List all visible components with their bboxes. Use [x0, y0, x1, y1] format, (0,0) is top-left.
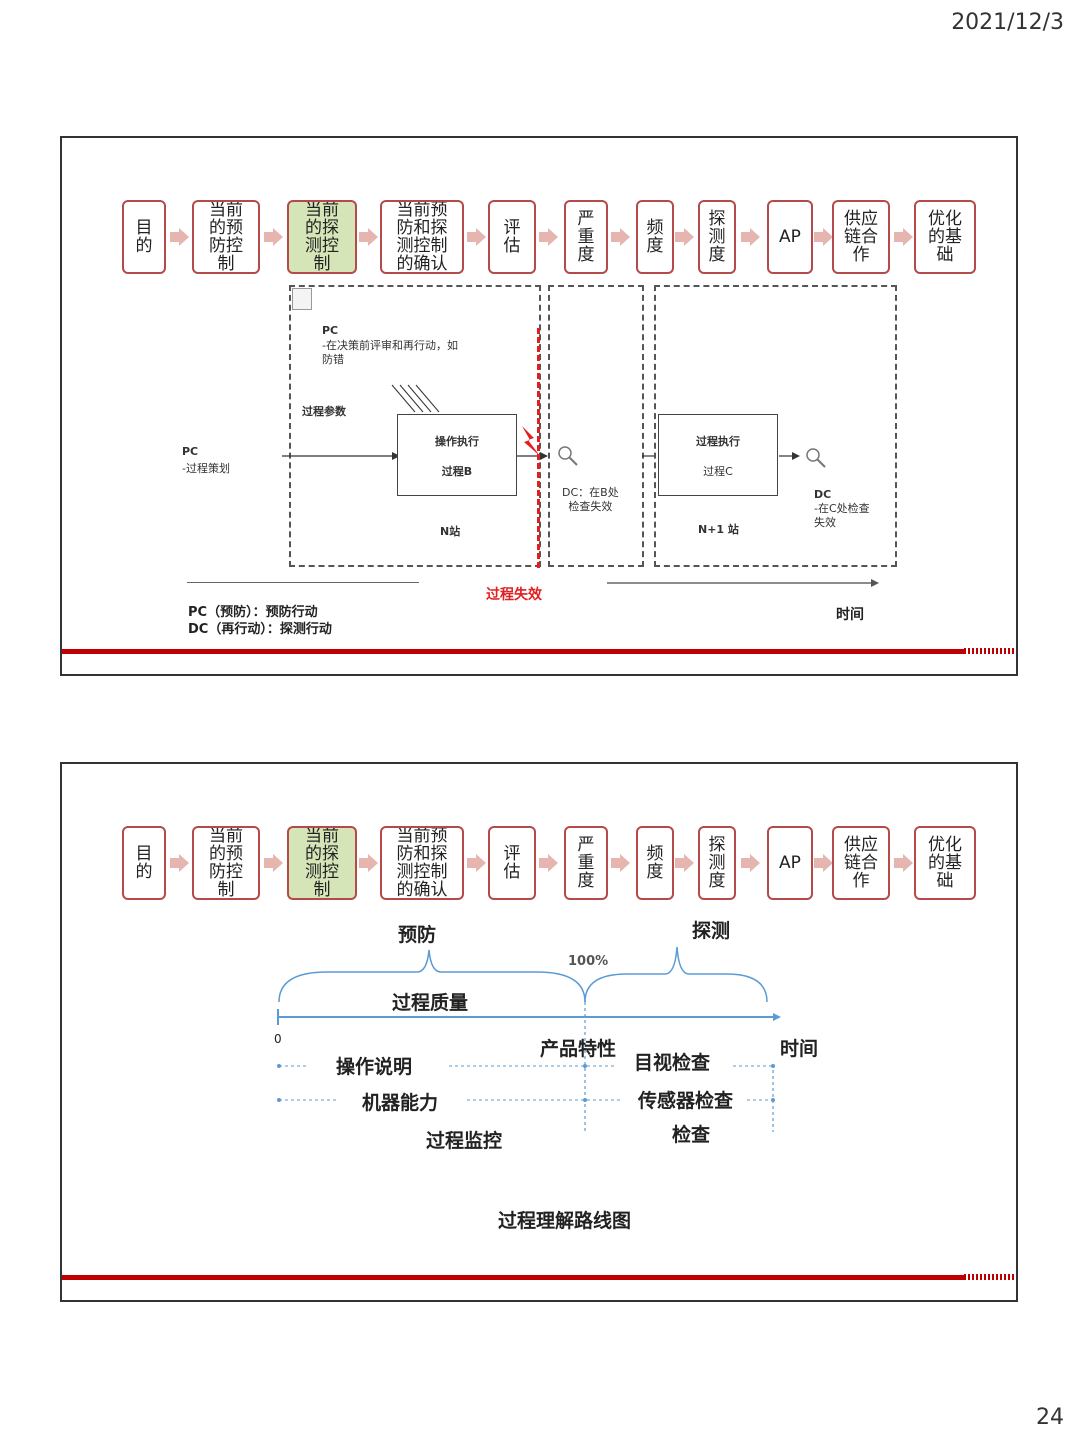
dc-b-region [548, 285, 644, 567]
process-params-label: 过程参数 [302, 405, 346, 418]
hundred-percent-label: 100% [568, 954, 609, 969]
left-item-machine-capability: 机器能力 [362, 1092, 439, 1114]
step-purpose: 目 的 [122, 826, 166, 900]
time-label: 时间 [780, 1038, 819, 1060]
right-item-sensor-inspection: 传感器检查 [638, 1090, 734, 1112]
process-c-box: 过程执行 过程C [658, 414, 778, 496]
step-severity: 严 重 度 [564, 200, 608, 274]
step-evaluation: 评 估 [488, 826, 536, 900]
roadmap-diagram [277, 946, 781, 1132]
step-control-confirmation: 当前预 防和探 测控制 的确认 [380, 826, 464, 900]
process-quality-label: 过程质量 [392, 992, 469, 1014]
accent-bar-tail [964, 648, 1016, 654]
process-failure-label: 过程失效 [486, 587, 542, 603]
step-detection-rating: 探 测 度 [698, 200, 736, 274]
step-supply-chain: 供应 链合 作 [832, 200, 890, 274]
left-item-operation-instructions: 操作说明 [336, 1056, 413, 1078]
process-b-box: 操作执行 过程B [397, 414, 517, 496]
step-current-detection: 当前 的探 测控 制 [287, 826, 357, 900]
accent-bar-tail [964, 1274, 1016, 1280]
prevention-label: 预防 [398, 924, 437, 946]
step-evaluation: 评 估 [488, 200, 536, 274]
lightning-icon [522, 426, 540, 456]
step-severity: 严 重 度 [564, 826, 608, 900]
time-axis-left [187, 582, 419, 583]
dc-b-label: DC：在B处 检查失效 [562, 486, 619, 513]
accent-bar [62, 649, 1016, 654]
axis-zero-label: 0 [274, 1032, 282, 1046]
step-current-prevention: 当前 的预 防控 制 [192, 200, 260, 274]
roadmap-caption: 过程理解路线图 [498, 1210, 632, 1232]
right-item-visual-inspection: 目视检查 [634, 1052, 711, 1074]
station-n-region [289, 285, 541, 567]
document-icon [292, 288, 312, 310]
step-ap: AP [767, 200, 813, 274]
dc-c-title: DC [814, 488, 832, 501]
legend-dc: DC（再行动）：探测行动 [188, 622, 332, 637]
time-axis-arrow [607, 579, 879, 587]
magnifier-icon [558, 446, 578, 466]
dc-c-description: -在C处检查 失效 [814, 502, 870, 529]
input-arrows-icon [391, 384, 440, 413]
product-characteristics-label: 产品特性 [540, 1038, 617, 1060]
failure-line [537, 328, 540, 568]
pc-left-title: PC [182, 445, 199, 458]
step-current-prevention: 当前 的预 防控 制 [192, 826, 260, 900]
step-optimization-basis: 优化 的基 础 [914, 826, 976, 900]
step-supply-chain: 供应 链合 作 [832, 826, 890, 900]
right-item-inspection: 检查 [672, 1124, 711, 1146]
left-item-process-monitoring: 过程监控 [426, 1130, 503, 1152]
step-detection-rating: 探 测 度 [698, 826, 736, 900]
step-occurrence: 频 度 [636, 200, 674, 274]
step-current-detection: 当前 的探 测控 制 [287, 200, 357, 274]
step-control-confirmation: 当前预 防和探 测控制 的确认 [380, 200, 464, 274]
legend: PC（预防）：预防行动 DC（再行动）：探测行动 [188, 604, 332, 638]
magnifier-icon [806, 448, 826, 468]
station-n1-region [654, 285, 897, 567]
step-purpose: 目 的 [122, 200, 166, 274]
pc-left-description: -过程策划 [182, 462, 230, 475]
step-optimization-basis: 优化 的基 础 [914, 200, 976, 274]
station-n1-label: N+1 站 [698, 523, 739, 536]
page-date: 2021/12/3 [951, 10, 1064, 35]
pc-description: -在决策前评审和再行动，如 防错 [322, 339, 458, 366]
page-number: 24 [1036, 1405, 1064, 1430]
detection-label: 探测 [692, 920, 731, 942]
pc-title: PC [322, 324, 339, 337]
slide-1: 目 的 当前 的预 防控 制 当前 的探 测控 制 当前预 防和探 测控制 的确… [60, 136, 1018, 676]
step-occurrence: 频 度 [636, 826, 674, 900]
station-n-label: N站 [440, 525, 461, 538]
legend-pc: PC（预防）：预防行动 [188, 605, 318, 620]
time-label: 时间 [836, 607, 864, 623]
accent-bar [62, 1275, 1016, 1280]
step-ap: AP [767, 826, 813, 900]
slide-2: 目 的 当前 的预 防控 制 当前 的探 测控 制 当前预 防和探 测控制 的确… [60, 762, 1018, 1302]
